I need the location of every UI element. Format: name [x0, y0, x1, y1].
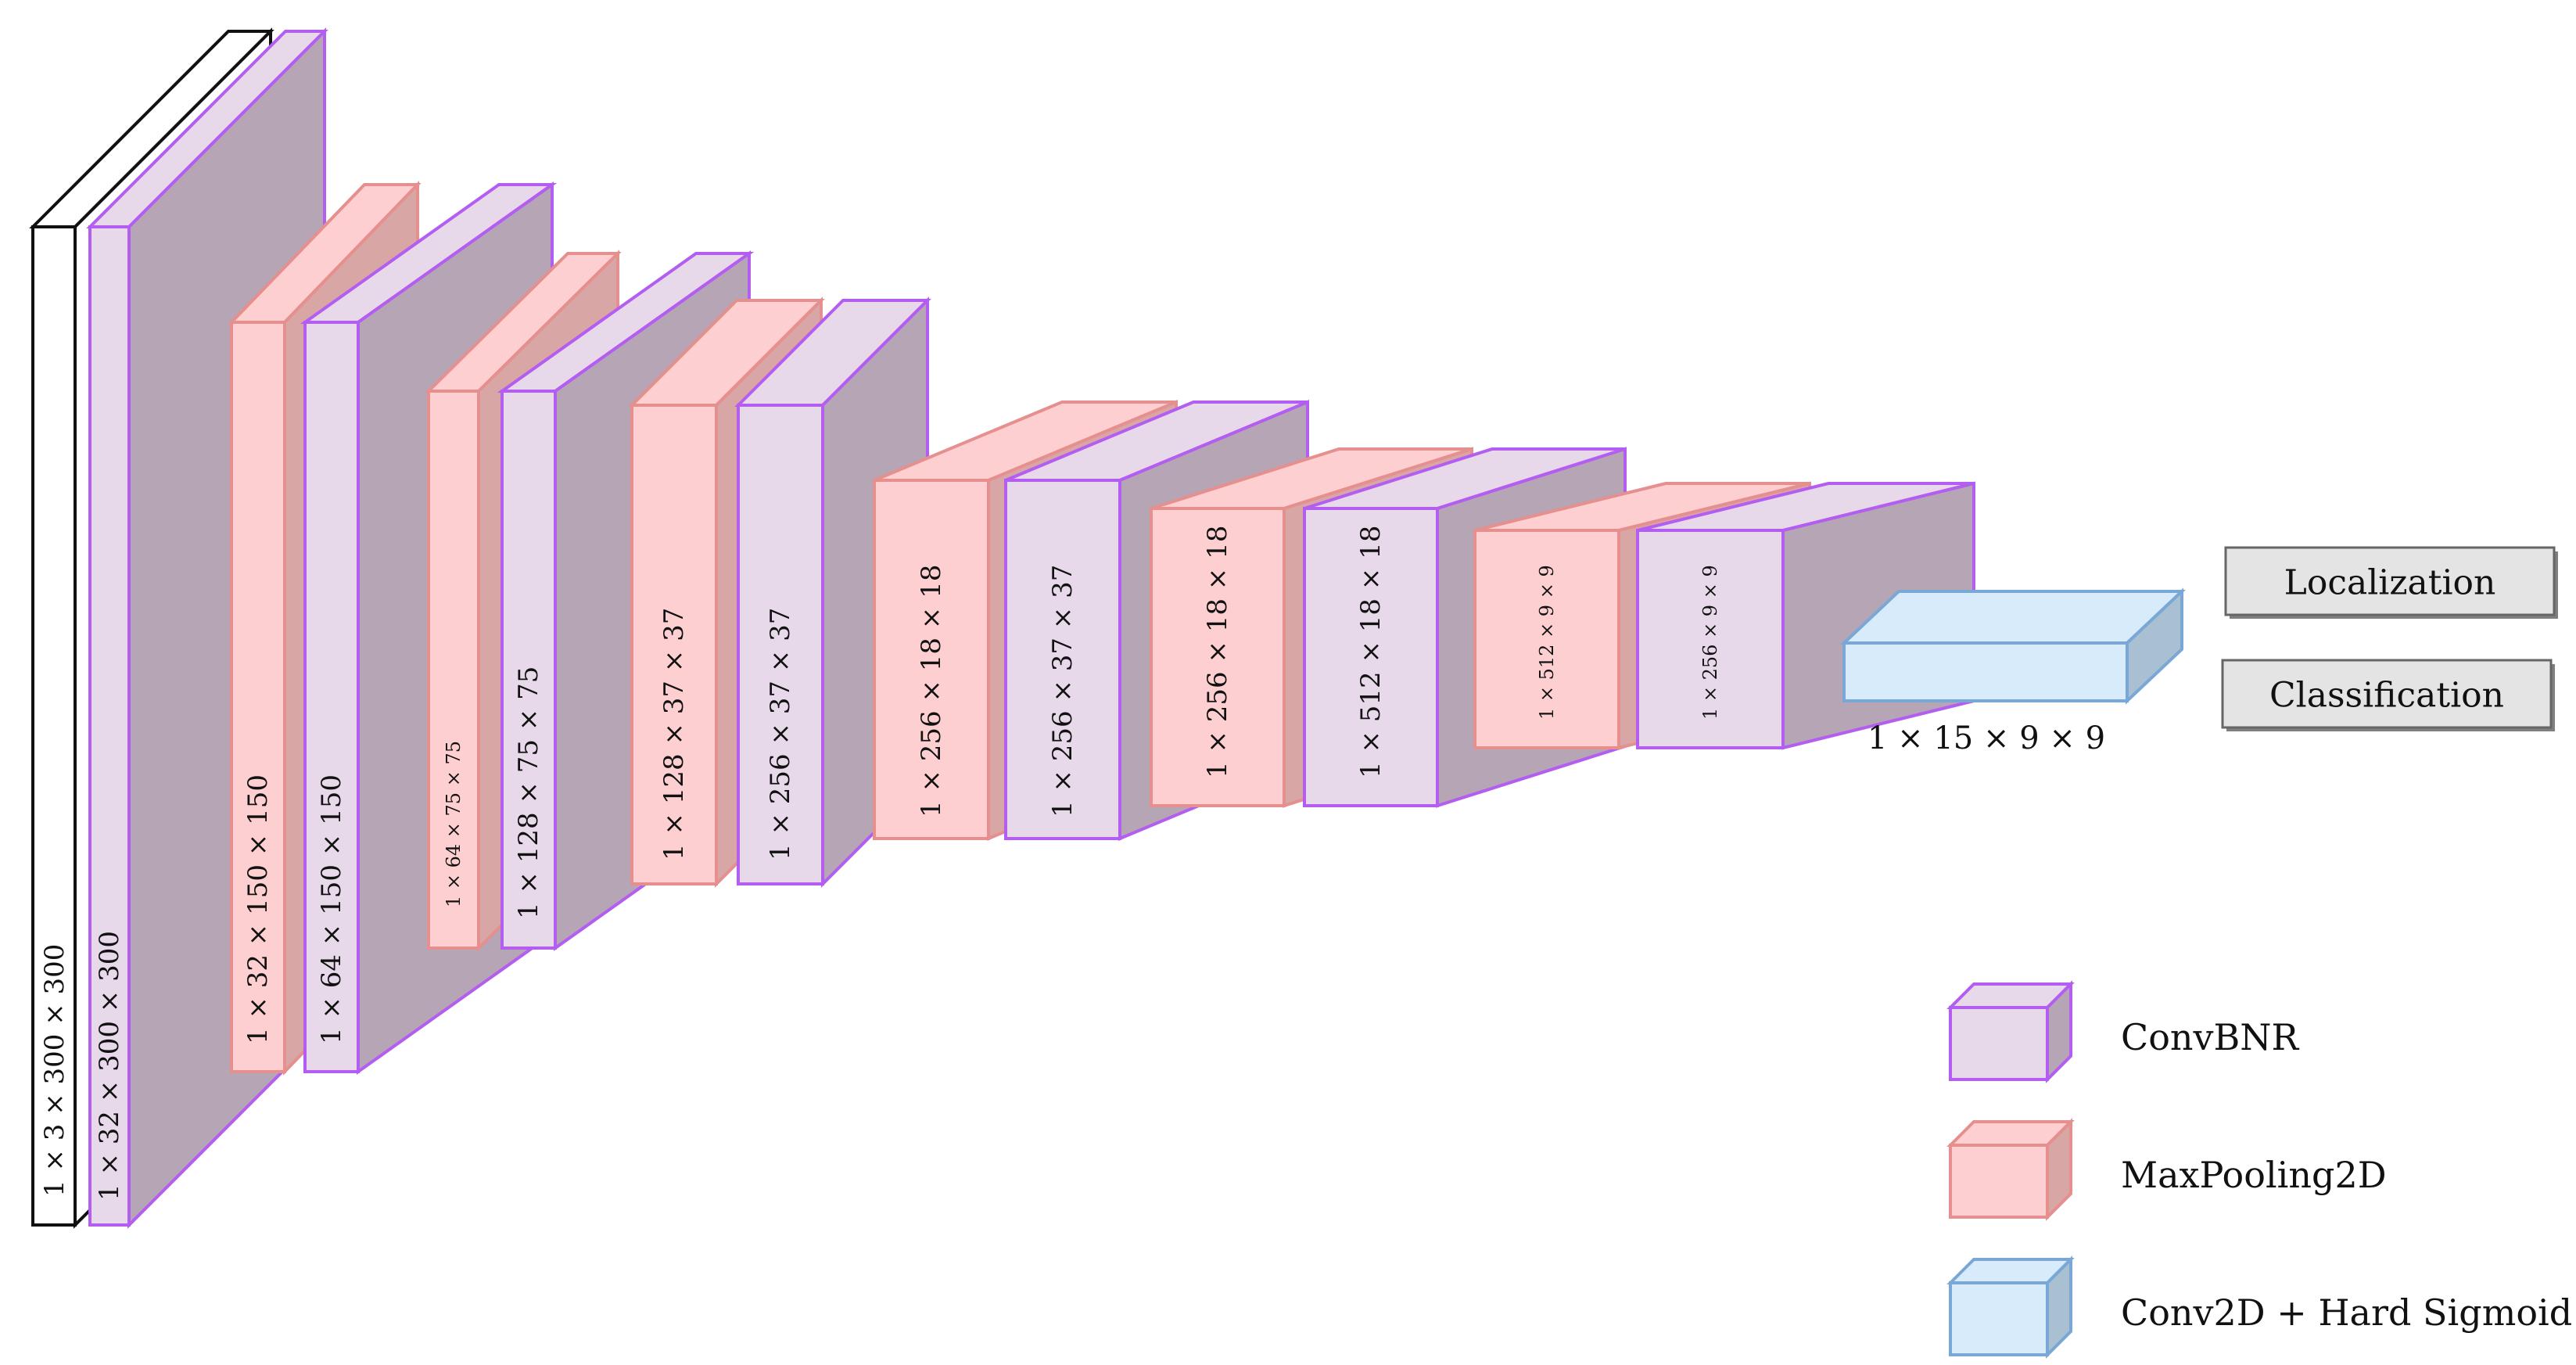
layer-conv5-shape-label: 1 × 256 × 37 × 37 — [1047, 565, 1078, 817]
layer-pool5-shape-label: 1 × 256 × 18 × 18 — [1202, 526, 1233, 778]
layer-conv7-block-front-face — [1636, 529, 1785, 749]
layer-conv4-block-front-face — [737, 404, 824, 885]
output-conv-block — [1839, 587, 2187, 705]
layer-stack: 1 × 3 × 300 × 300 1 × 32 × 300 × 300 1 × 3… — [29, 27, 1975, 1229]
layer-conv3-block-front-face — [500, 390, 557, 950]
legend-convbnr-label: ConvBNR — [2121, 1016, 2300, 1058]
layer-pool2-shape-label: 1 × 64 × 75 × 75 — [443, 741, 465, 907]
legend-maxpooling2d-swatch — [1946, 1118, 2075, 1221]
layer-conv4-shape-label: 1 × 256 × 37 × 37 — [765, 608, 796, 860]
layer-pool3-block-front-face — [630, 404, 718, 885]
layer-conv3-shape-label: 1 × 128 × 75 × 75 — [513, 666, 544, 919]
legend-conv2d-hard-sigmoid-swatch — [1946, 1255, 2075, 1359]
layer-pool1-shape-label: 1 × 32 × 150 × 150 — [242, 774, 274, 1044]
layer-pool4-block-front-face — [873, 479, 990, 840]
layer-conv6-shape-label: 1 × 512 × 18 × 18 — [1355, 526, 1387, 778]
legend: ConvBNR MaxPooling2D Conv2D + Hard Sigmoid — [1946, 980, 2572, 1359]
output-shape-label: 1 × 15 × 9 × 9 — [1867, 720, 2105, 756]
layer-pool2-block-front-face — [427, 390, 480, 950]
head-localization-face — [2224, 546, 2556, 616]
head-localization-box: Localization — [2224, 546, 2558, 619]
layer-conv7-shape-label: 1 × 256 × 9 × 9 — [1699, 565, 1721, 720]
layer-conv1-block-front-face — [88, 225, 131, 1227]
head-localization-label: Localization — [2284, 563, 2496, 603]
legend-conv2d-hard-sigmoid-label: Conv2D + Hard Sigmoid — [2121, 1291, 2572, 1334]
layer-conv1-shape-label: 1 × 32 × 300 × 300 — [94, 931, 125, 1201]
layer-pool5-block-front-face — [1150, 507, 1286, 807]
head-classification-face — [2221, 659, 2553, 729]
head-classification-label: Classification — [2269, 676, 2504, 716]
layer-conv2-block-front-face — [303, 321, 360, 1073]
layer-pool6-block-front-face — [1473, 529, 1620, 749]
layer-conv6-block-front-face — [1303, 507, 1439, 807]
layer-conv2-shape-label: 1 × 64 × 150 × 150 — [316, 774, 347, 1044]
output-conv-block-top-face — [1839, 590, 2187, 645]
layer-conv5-block-front-face — [1004, 479, 1121, 840]
legend-conv2d-hard-sigmoid-swatch-front-face — [1949, 1281, 2049, 1356]
layer-pool4-shape-label: 1 × 256 × 18 × 18 — [916, 565, 947, 817]
head-classification-box: Classification — [2221, 659, 2555, 731]
layer-input-block-front-face — [31, 225, 77, 1227]
layer-pool3-shape-label: 1 × 128 × 37 × 37 — [658, 608, 690, 860]
layer-input-shape-label: 1 × 3 × 300 × 300 — [39, 944, 70, 1197]
legend-maxpooling2d-swatch-front-face — [1949, 1144, 2049, 1219]
layer-pool6-shape-label: 1 × 512 × 9 × 9 — [1536, 565, 1558, 720]
legend-convbnr-swatch-front-face — [1949, 1006, 2049, 1081]
layer-pool1-block-front-face — [230, 321, 286, 1073]
legend-maxpooling2d-label: MaxPooling2D — [2121, 1154, 2387, 1196]
output-conv-block-front-face — [1842, 641, 2129, 702]
output-block: 1 × 15 × 9 × 9 — [1839, 587, 2187, 756]
legend-convbnr-swatch — [1946, 980, 2075, 1083]
